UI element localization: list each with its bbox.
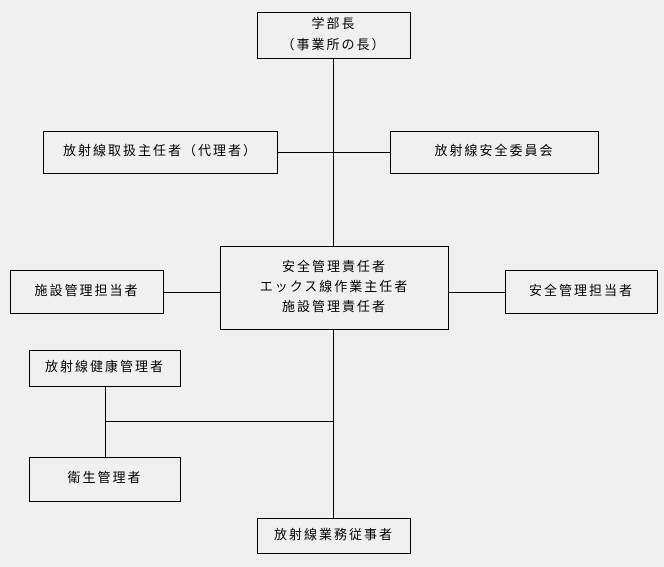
box-central-managers: 安全管理責任者 エックス線作業主任者 施設管理責任者: [220, 246, 449, 330]
connector-facility-to-central: [164, 292, 220, 293]
box-hygiene-manager: 衛生管理者: [29, 457, 181, 502]
connector-handler-to-committee: [278, 152, 390, 153]
box-central-managers-line3: 施設管理責任者: [281, 300, 387, 316]
box-radiation-workers: 放射線業務従事者: [257, 518, 411, 554]
box-safety-staff-label: 安全管理担当者: [528, 283, 634, 299]
box-dean-line2: （事業所の長）: [281, 37, 387, 53]
box-radiation-chief-handler: 放射線取扱主任者（代理者）: [43, 131, 278, 174]
box-central-managers-line1: 安全管理責任者: [281, 259, 387, 275]
connector-central-to-safety: [449, 292, 505, 293]
box-radiation-health-manager: 放射線健康管理者: [29, 350, 181, 387]
box-hygiene-manager-label: 衛生管理者: [67, 471, 143, 487]
box-radiation-workers-label: 放射線業務従事者: [273, 527, 394, 543]
box-radiation-chief-handler-label: 放射線取扱主任者（代理者）: [62, 144, 258, 160]
connector-health-branch-to-trunk: [105, 421, 334, 422]
connector-health-to-hygiene: [105, 387, 106, 457]
box-radiation-health-manager-label: 放射線健康管理者: [44, 360, 165, 376]
box-facility-staff: 施設管理担当者: [10, 270, 164, 314]
box-dean-line1: 学部長: [311, 17, 357, 33]
box-central-managers-line2: エックス線作業主任者: [259, 279, 410, 295]
box-radiation-safety-committee-label: 放射線安全委員会: [434, 144, 555, 160]
connector-central-to-workers: [333, 330, 334, 518]
box-dean: 学部長 （事業所の長）: [257, 12, 411, 59]
box-facility-staff-label: 施設管理担当者: [34, 283, 140, 299]
box-radiation-safety-committee: 放射線安全委員会: [390, 131, 599, 174]
box-safety-staff: 安全管理担当者: [505, 270, 658, 314]
